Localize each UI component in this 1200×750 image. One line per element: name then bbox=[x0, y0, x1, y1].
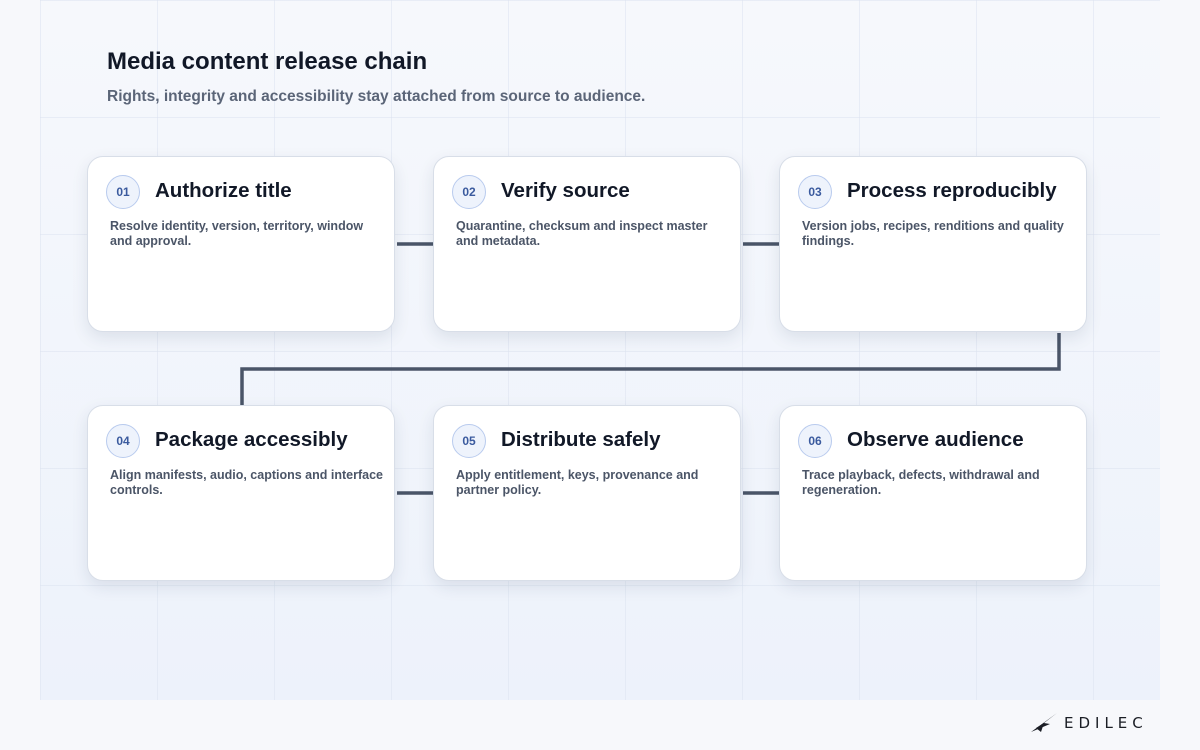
step-title: Verify source bbox=[501, 179, 630, 202]
step-title: Distribute safely bbox=[501, 428, 661, 451]
step-card-observe-audience: 06 Observe audience Trace playback, defe… bbox=[779, 405, 1087, 581]
step-number-badge: 05 bbox=[452, 424, 486, 458]
step-number-badge: 06 bbox=[798, 424, 832, 458]
step-description: Align manifests, audio, captions and int… bbox=[110, 468, 383, 497]
step-card-package-accessibly: 04 Package accessibly Align manifests, a… bbox=[87, 405, 395, 581]
step-card-distribute-safely: 05 Distribute safely Apply entitlement, … bbox=[433, 405, 741, 581]
brand-name: EDILEC bbox=[1064, 714, 1148, 732]
step-card-process-reproducibly: 03 Process reproducibly Version jobs, re… bbox=[779, 156, 1087, 332]
step-title: Authorize title bbox=[155, 179, 292, 202]
step-number-badge: 02 bbox=[452, 175, 486, 209]
step-number-badge: 03 bbox=[798, 175, 832, 209]
step-description: Version jobs, recipes, renditions and qu… bbox=[802, 219, 1064, 248]
bird-icon bbox=[1031, 713, 1057, 732]
step-card-authorize-title: 01 Authorize title Resolve identity, ver… bbox=[87, 156, 395, 332]
step-number-badge: 01 bbox=[106, 175, 140, 209]
brand-logo: EDILEC bbox=[1030, 710, 1148, 736]
step-title: Observe audience bbox=[847, 428, 1024, 451]
step-number-badge: 04 bbox=[106, 424, 140, 458]
page-subtitle: Rights, integrity and accessibility stay… bbox=[107, 88, 646, 105]
step-description: Quarantine, checksum and inspect master … bbox=[456, 219, 708, 248]
step-description: Trace playback, defects, withdrawal and … bbox=[802, 468, 1040, 497]
step-description: Resolve identity, version, territory, wi… bbox=[110, 219, 364, 248]
step-title: Process reproducibly bbox=[847, 179, 1057, 202]
step-title: Package accessibly bbox=[155, 428, 348, 451]
step-card-verify-source: 02 Verify source Quarantine, checksum an… bbox=[433, 156, 741, 332]
step-description: Apply entitlement, keys, provenance and … bbox=[456, 468, 699, 497]
page-title: Media content release chain bbox=[107, 48, 428, 75]
